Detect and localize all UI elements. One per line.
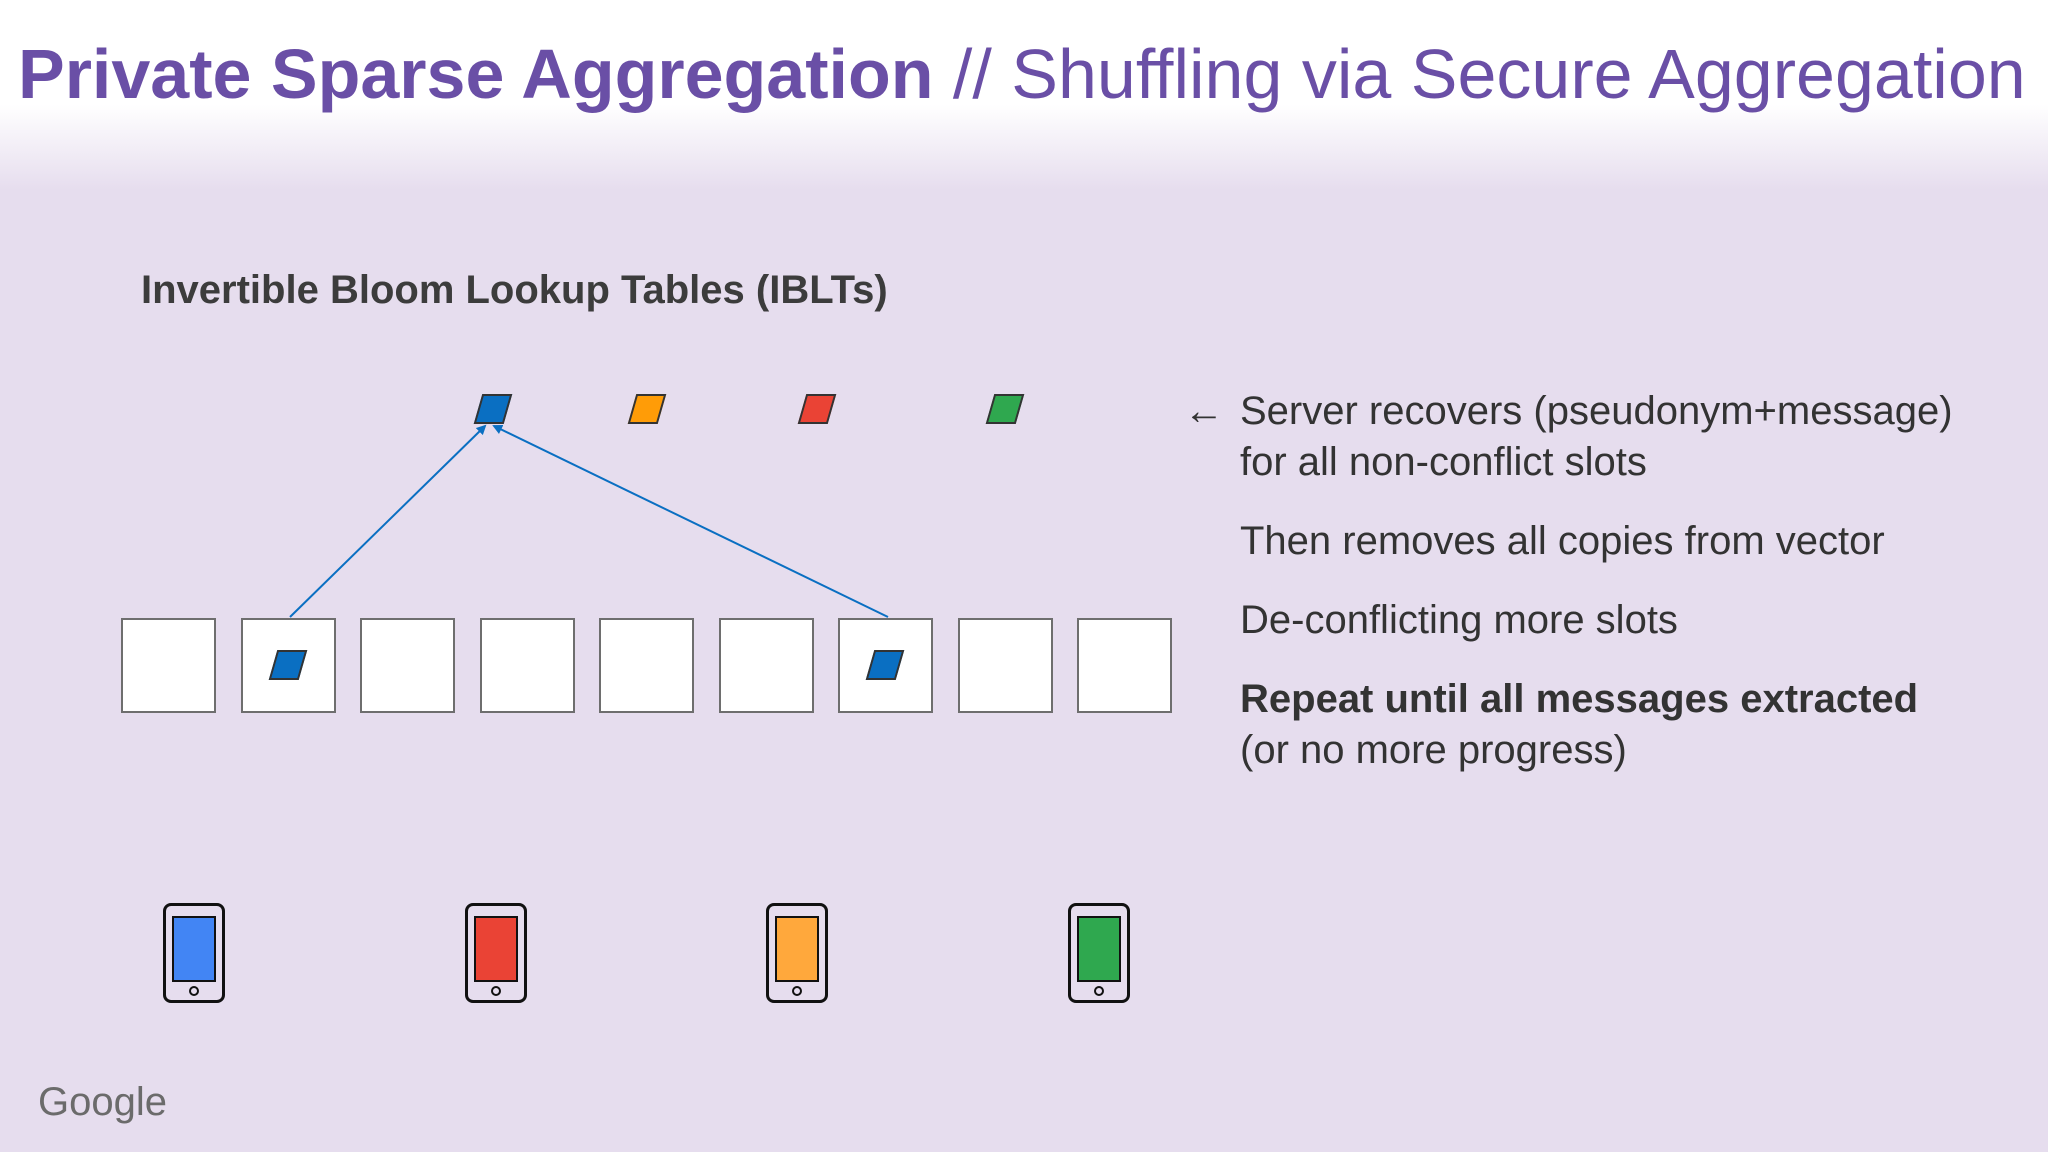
google-logo: Google [38,1080,167,1124]
title-rest: // Shuffling via Secure Aggregation [933,35,2026,113]
phone-home-button [1094,986,1104,996]
phone-icon-orange [766,903,828,1003]
phone-screen [474,916,518,982]
header-band [0,0,2048,190]
phone-icon-blue [163,903,225,1003]
iblt-slot-5 [599,618,694,713]
note-line-2: for all non-conflict slots [1240,440,1647,484]
phone-home-button [792,986,802,996]
note-line-4: De-conflicting more slots [1240,598,1678,642]
arrow-from-slot-2 [289,424,487,618]
iblt-slot-6 [719,618,814,713]
left-arrow-icon: ← [1184,389,1224,433]
iblt-slot-3 [360,618,455,713]
iblt-slot-8 [958,618,1053,713]
note-line-5: Repeat until all messages extracted [1240,677,1919,721]
explanation-notes: ← Server recovers (pseudonym+message) fo… [1184,386,2040,776]
note-line-3: Then removes all copies from vector [1240,519,1885,563]
slot-message-blue [268,650,308,680]
subheading: Invertible Bloom Lookup Tables (IBLTs) [141,268,888,312]
note-line-6: (or no more progress) [1240,728,1627,772]
phone-icon-red [465,903,527,1003]
slot-message-blue [865,650,905,680]
phone-screen [1077,916,1121,982]
title-bold: Private Sparse Aggregation [18,35,934,113]
phone-home-button [189,986,199,996]
iblt-slot-4 [480,618,575,713]
phone-icon-green [1068,903,1130,1003]
iblt-slot-2 [241,618,336,713]
iblt-slot-9 [1077,618,1172,713]
phone-screen [775,916,819,982]
phone-home-button [491,986,501,996]
phone-screen [172,916,216,982]
slide-title: Private Sparse Aggregation // Shuffling … [18,34,2026,114]
iblt-slot-1 [121,618,216,713]
arrow-from-slot-7 [492,424,889,618]
iblt-slot-7 [838,618,933,713]
note-line-1: Server recovers (pseudonym+message) [1240,389,1953,433]
